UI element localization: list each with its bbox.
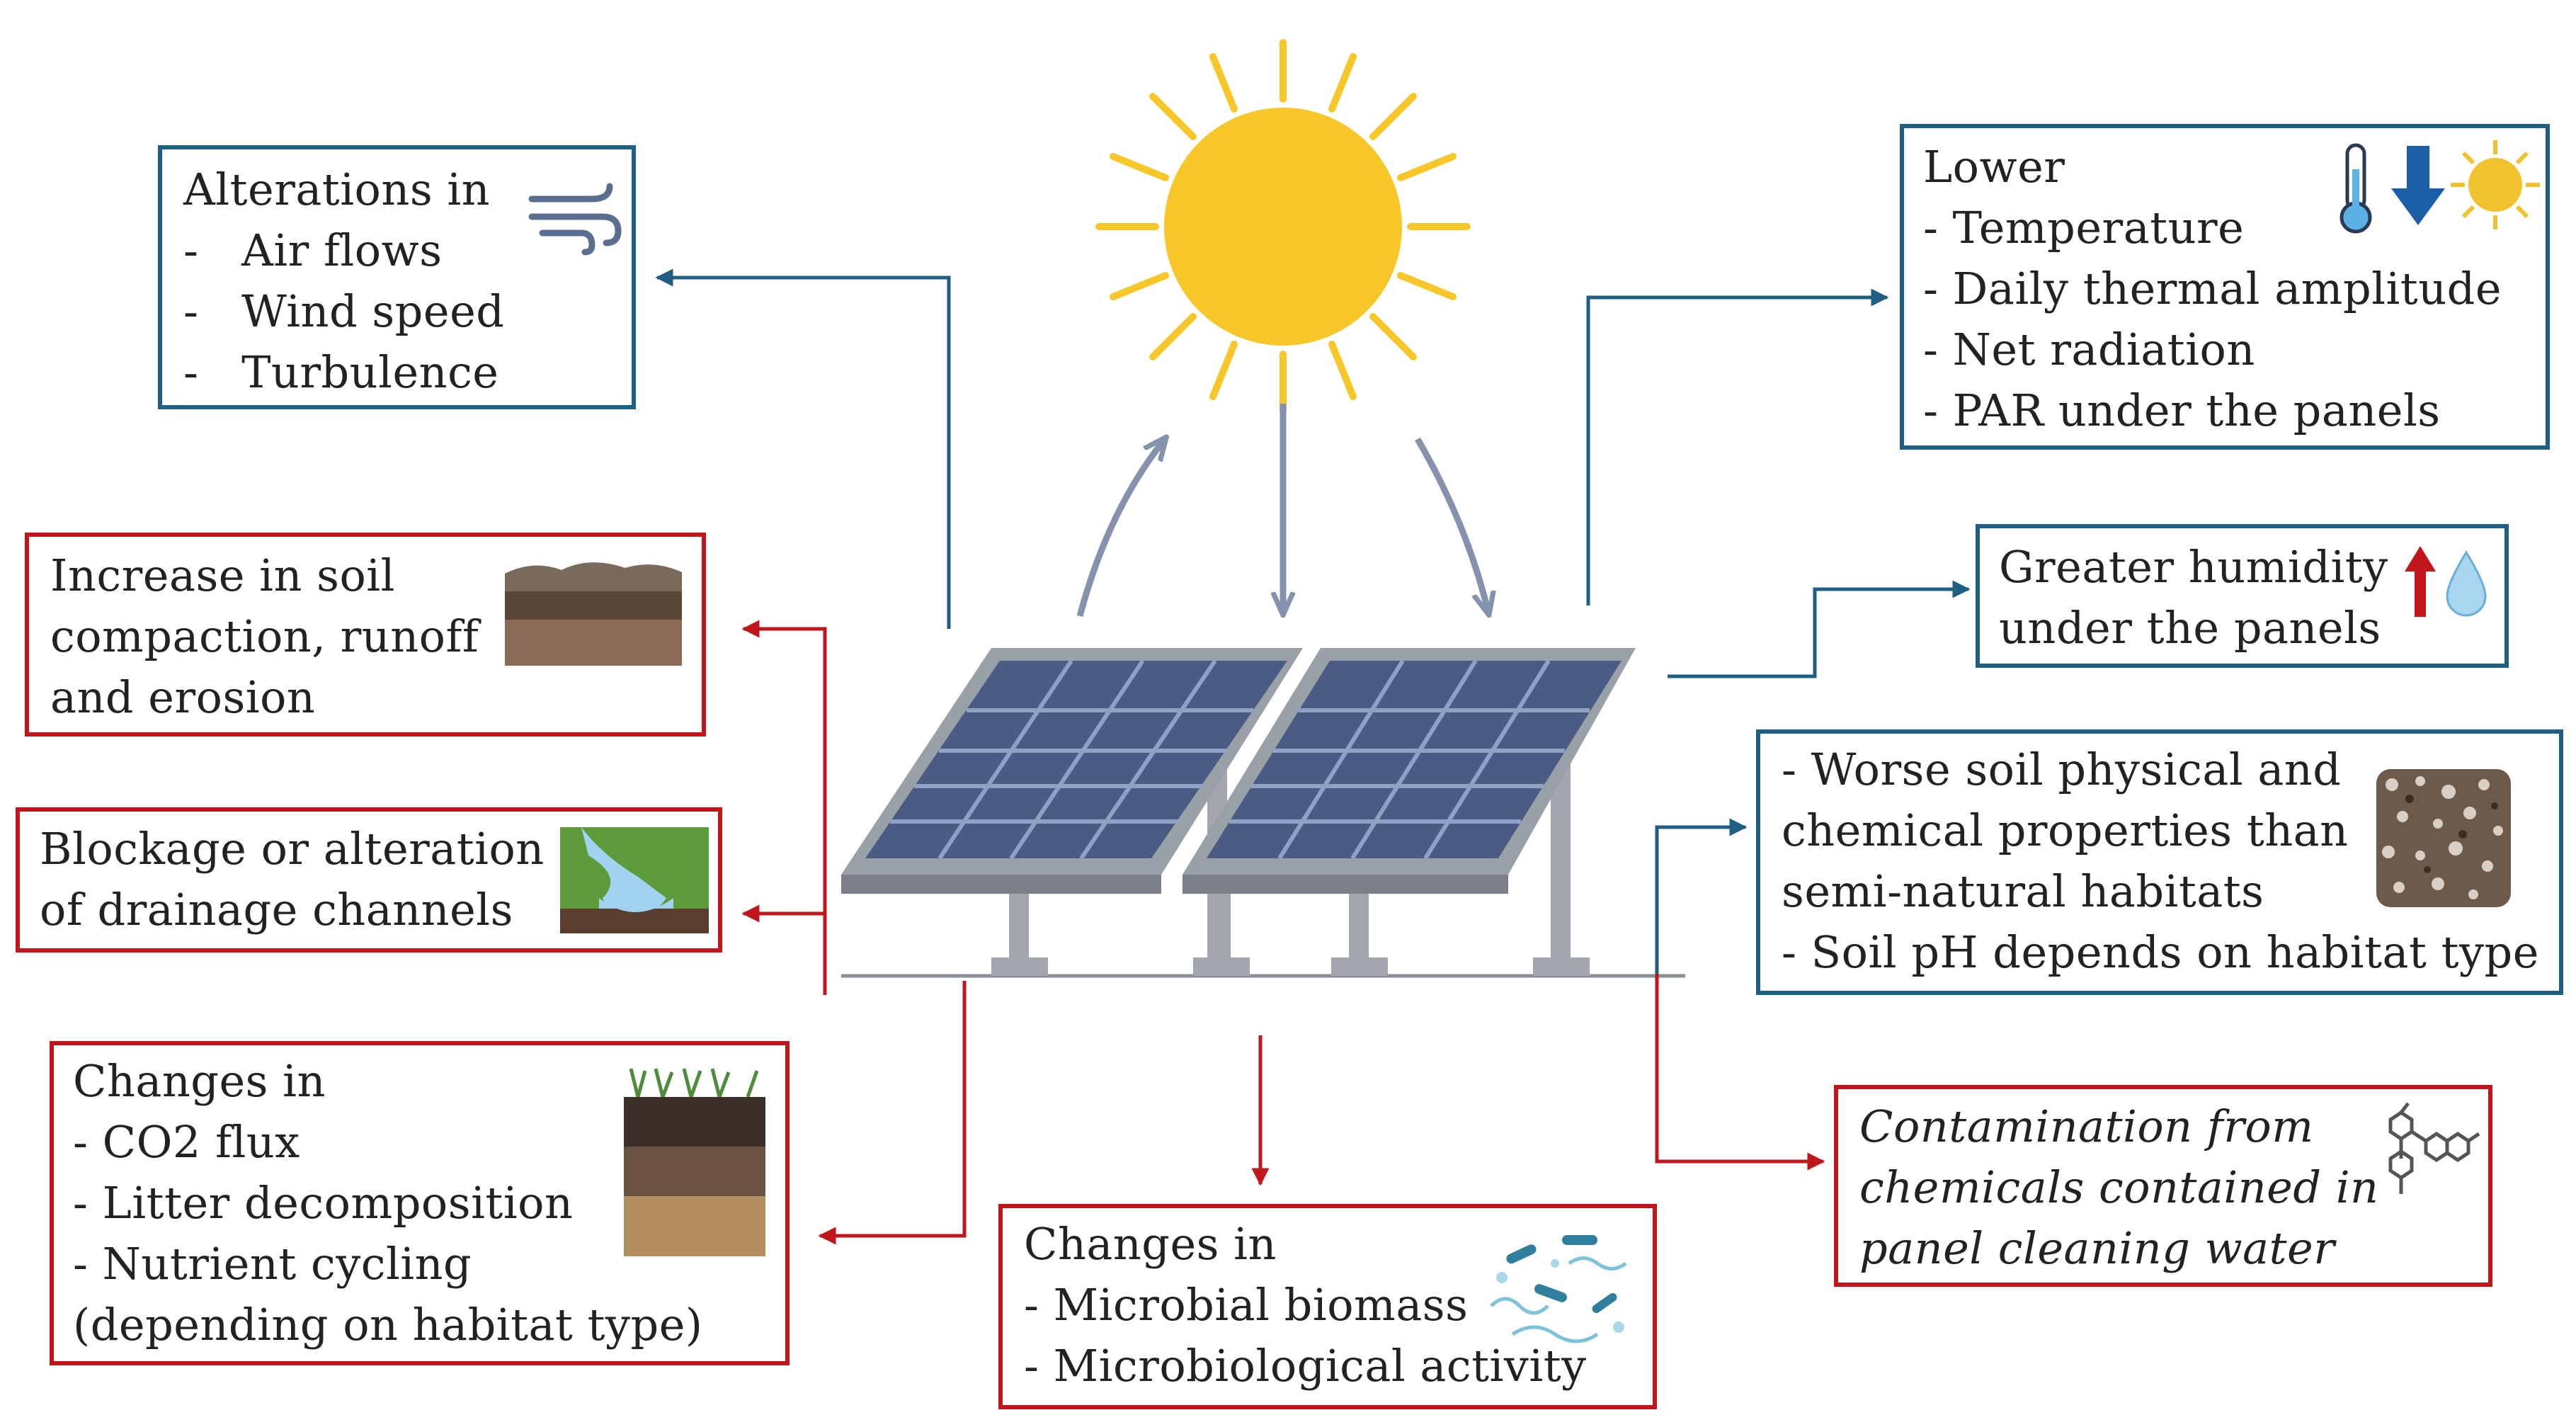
- co2-item-litter: - Litter decomposition: [73, 1177, 574, 1229]
- arrow-to-humidity: [1668, 580, 1971, 678]
- wind-icon: [528, 183, 622, 256]
- air-item-flows: - Air flows: [183, 224, 443, 276]
- lower-title: Lower: [1923, 141, 2065, 193]
- chemical-molecule-icon: [2388, 1102, 2480, 1194]
- contamination-line-2: chemicals contained in: [1859, 1161, 2379, 1213]
- air-title: Alterations in: [183, 164, 491, 215]
- sun-disc: [1164, 108, 1402, 346]
- air-item-turbulence: - Turbulence: [183, 346, 499, 398]
- water-drop-icon: [2446, 550, 2487, 617]
- microbial-title: Changes in: [1024, 1218, 1277, 1270]
- sun-illustration: [1095, 39, 1471, 414]
- microbial-item-activity: - Microbiological activity: [1024, 1340, 1587, 1392]
- lower-item-radiation: - Net radiation: [1923, 324, 2255, 375]
- reflected-radiation-arrow: [1076, 439, 1165, 618]
- co2-item-flux: - CO2 flux: [73, 1116, 300, 1168]
- lower-item-temperature: - Temperature: [1923, 202, 2245, 254]
- soil-icon: [505, 562, 682, 666]
- porous-soil-icon: [2376, 769, 2511, 907]
- soil-properties-box: - Worse soil physical and chemical prope…: [1756, 729, 2563, 995]
- thermometer-icon: [2340, 143, 2372, 234]
- solar-panels-illustration: [841, 648, 1685, 978]
- soil-props-line-1: - Worse soil physical and: [1782, 744, 2342, 795]
- microbial-item-biomass: - Microbial biomass: [1024, 1279, 1469, 1331]
- up-arrow-icon: [2405, 546, 2436, 617]
- co2-title: Changes in: [73, 1055, 326, 1107]
- contamination-box: Contamination from chemicals contained i…: [1834, 1085, 2492, 1287]
- radiation-arrows: [1076, 404, 1488, 618]
- arrow-to-soil-props: [1655, 818, 1748, 974]
- air-alterations-box: Alterations in - Air flows - Wind speed …: [158, 145, 636, 409]
- soil-props-line-2: chemical properties than: [1782, 805, 2349, 856]
- drainage-box: Blockage or alteration of drainage chann…: [16, 807, 722, 953]
- compaction-line-2: compaction, runoff: [50, 610, 479, 662]
- drainage-line-1: Blockage or alteration: [40, 823, 545, 875]
- soil-props-line-4: - Soil pH depends on habitat type: [1782, 926, 2539, 978]
- sun-icon: [2451, 140, 2540, 229]
- arrow-to-lower: [1586, 288, 1889, 606]
- humidity-box: Greater humidity under the panels: [1976, 524, 2509, 668]
- arrow-to-air: [655, 268, 951, 629]
- down-arrow-icon: [2391, 146, 2445, 225]
- contamination-line-3: panel cleaning water: [1859, 1222, 2335, 1274]
- soil-props-line-3: semi-natural habitats: [1782, 865, 2264, 917]
- air-item-wind: - Wind speed: [183, 285, 505, 337]
- microbial-changes-box: Changes in - Microbial biomass - Microbi…: [998, 1204, 1657, 1409]
- lower-item-thermal: - Daily thermal amplitude: [1923, 263, 2502, 314]
- soil-profile-icon: [624, 1068, 765, 1256]
- humidity-line-2: under the panels: [1999, 602, 2381, 654]
- arrow-to-contamination: [1655, 974, 1825, 1171]
- microbes-icon: [1490, 1235, 1627, 1343]
- sun-rays: [1095, 39, 1471, 414]
- arrow-to-co2: [818, 981, 967, 1245]
- co2-changes-box: Changes in - CO2 flux - Litter decomposi…: [50, 1041, 790, 1365]
- emitted-radiation-arrow: [1415, 437, 1488, 613]
- arrow-to-compaction: [741, 620, 827, 995]
- contamination-line-1: Contamination from: [1859, 1101, 2314, 1152]
- co2-item-habitat: (depending on habitat type): [73, 1299, 703, 1351]
- lower-item-par: - PAR under the panels: [1923, 385, 2441, 436]
- soil-compaction-box: Increase in soil compaction, runoff and …: [25, 533, 706, 737]
- humidity-line-1: Greater humidity: [1999, 541, 2388, 593]
- compaction-line-3: and erosion: [50, 671, 316, 723]
- drainage-line-2: of drainage channels: [40, 884, 513, 936]
- co2-item-nutrient: - Nutrient cycling: [73, 1238, 472, 1290]
- drainage-icon: [560, 827, 709, 933]
- compaction-line-1: Increase in soil: [50, 550, 395, 601]
- lower-effects-box: Lower - Temperature - Daily thermal ampl…: [1900, 124, 2550, 450]
